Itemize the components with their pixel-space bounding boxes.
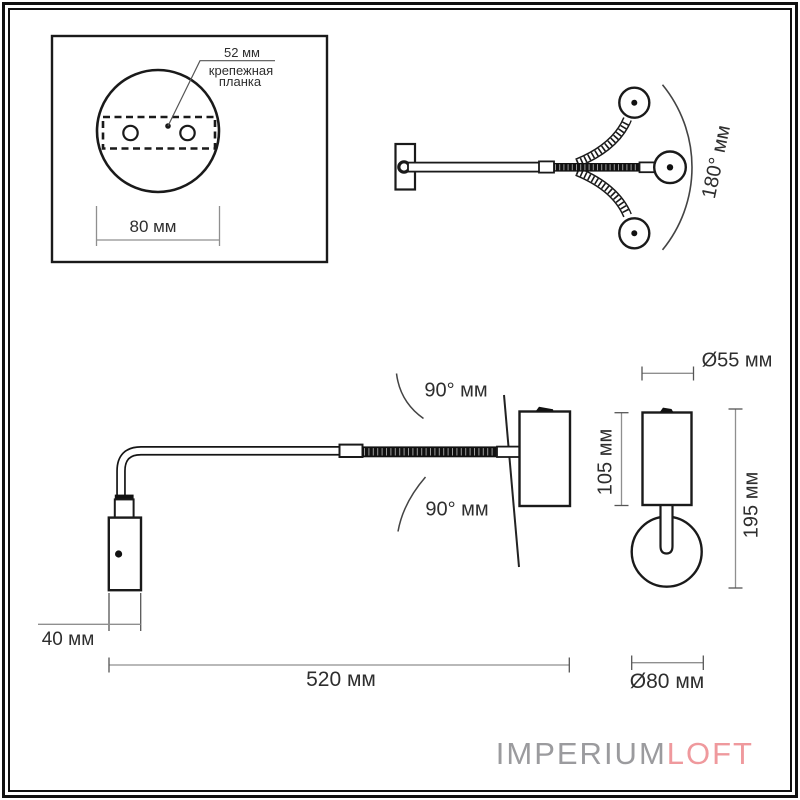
arm-ferrule [538, 160, 555, 174]
lamp-head-body [107, 516, 143, 592]
dimension-lines [38, 366, 743, 673]
flex-arm-down [575, 167, 633, 224]
brand-logo-imperium: IMPERIUM [495, 736, 667, 771]
mount-hole-right [179, 124, 196, 142]
top-view [394, 84, 693, 251]
flex-arm-up [575, 111, 633, 168]
mount-connector [496, 445, 521, 458]
head-connector [638, 161, 656, 174]
detail-box [50, 34, 329, 264]
mount-plate-view [50, 34, 329, 264]
mount-knob [535, 406, 554, 412]
dim-55mm-label: Ø55 мм [701, 349, 773, 372]
body-cylinder [641, 411, 693, 507]
wall-mount-box [518, 410, 572, 508]
dim-80mm-base-label: Ø80 мм [629, 669, 705, 693]
head-neck [113, 498, 135, 519]
mount-plate-circle [95, 68, 221, 194]
dim-520mm-label: 520 мм [306, 667, 376, 691]
arm-ferrule [338, 443, 364, 459]
dim-105mm-label: 105 мм [594, 428, 617, 496]
arm-tube-path [116, 446, 340, 497]
cable-line [503, 394, 520, 568]
stem [659, 505, 674, 555]
tilt-arc-up [395, 373, 424, 420]
flex-section [362, 446, 497, 458]
bracket-label-line2: планка [218, 74, 262, 90]
dim-40mm-label: 40 мм [41, 629, 95, 651]
dim-195mm-label: 195 мм [740, 471, 763, 539]
mount-hole-left [122, 124, 139, 142]
dim-80mm-label: 80 мм [129, 217, 177, 237]
dim-80-lines [95, 206, 221, 246]
dim-90deg-down-label: 90° мм [425, 498, 489, 521]
body-knob [659, 407, 674, 413]
head-button [115, 550, 123, 558]
tilt-arc-down [397, 476, 427, 532]
head-neck-band [114, 494, 134, 500]
dim-90deg-up-label: 90° мм [424, 379, 488, 402]
bracket-label-line1: крепежная [208, 63, 274, 79]
dim-52mm-label: 52 мм [224, 45, 260, 61]
bracket-dashed-rect [101, 115, 217, 150]
arm-tube [407, 161, 541, 173]
front-view [630, 407, 703, 588]
swing-arc [661, 84, 693, 251]
brand-logo: IMPERIUMLOFT [496, 736, 754, 772]
leader-line [167, 60, 275, 127]
brand-logo-loft: LOFT [666, 736, 754, 771]
side-view [107, 373, 572, 592]
